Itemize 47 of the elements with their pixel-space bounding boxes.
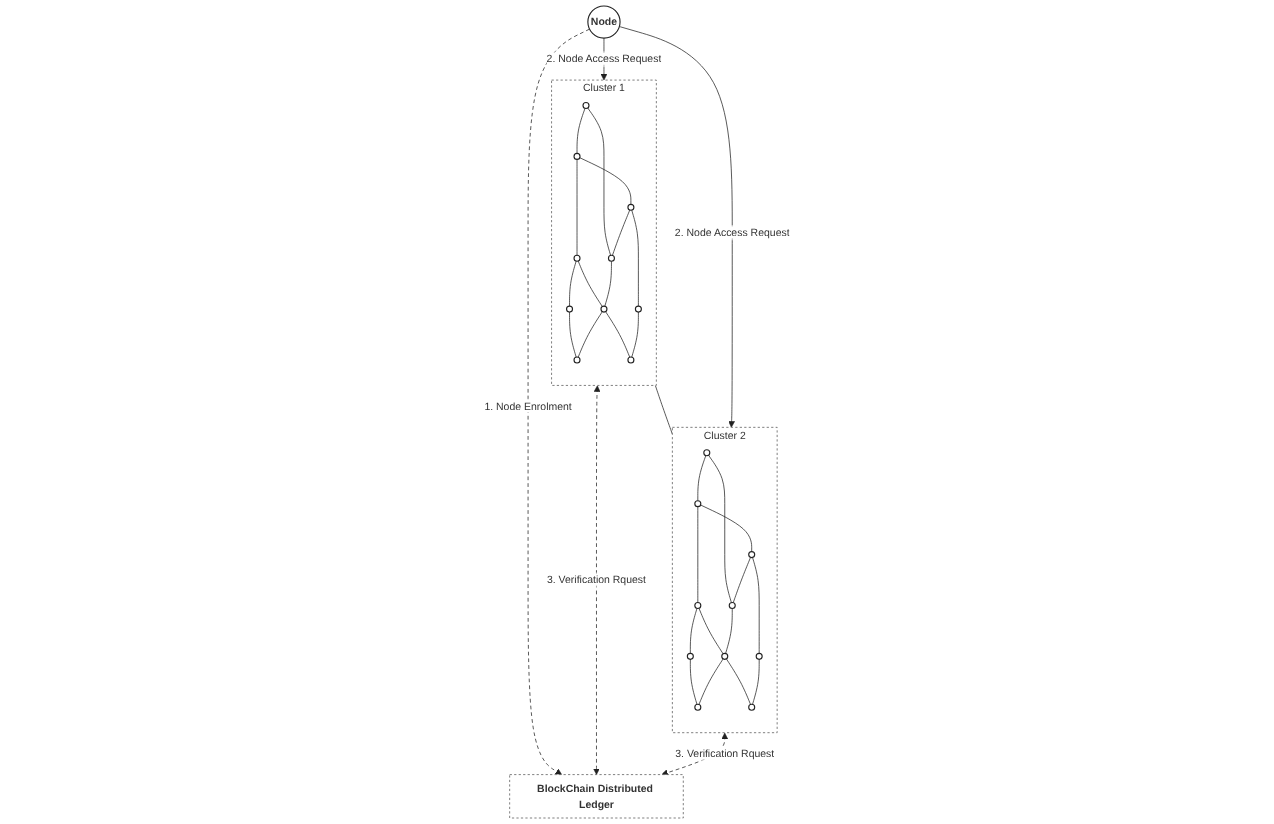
node-circle	[703, 449, 711, 457]
connector	[569, 311, 577, 358]
node-circle	[573, 356, 581, 364]
node-circle	[694, 703, 702, 711]
connector	[700, 504, 753, 552]
connector	[708, 454, 732, 603]
connector	[732, 556, 751, 603]
connector	[577, 311, 603, 358]
node-circle	[748, 551, 756, 559]
connector	[569, 260, 577, 307]
node-circle	[582, 101, 590, 110]
connector	[579, 157, 632, 205]
connector	[697, 506, 699, 603]
node-circle	[600, 305, 608, 313]
connector	[587, 107, 611, 256]
connector	[576, 159, 578, 256]
node-circle	[566, 305, 574, 313]
node-circle	[627, 203, 635, 211]
node-circle	[694, 500, 702, 508]
node-circle	[755, 652, 763, 660]
connector	[605, 311, 631, 358]
node-circle	[627, 356, 635, 364]
node-circle	[694, 601, 702, 609]
node-circle	[728, 601, 736, 609]
node-circle	[748, 703, 756, 711]
connector	[698, 607, 724, 655]
node-circle	[607, 254, 615, 262]
node-circle	[573, 254, 581, 262]
node-circle	[634, 305, 642, 313]
connector	[631, 209, 639, 307]
connector	[576, 107, 586, 154]
connector	[698, 658, 724, 705]
connector	[612, 209, 631, 256]
connector	[577, 260, 603, 307]
connector	[725, 608, 733, 654]
node-circle	[721, 652, 729, 660]
node-circle	[573, 152, 581, 160]
connector	[726, 658, 751, 705]
connector	[752, 557, 760, 654]
connector	[654, 385, 673, 435]
connector	[689, 658, 698, 705]
connector	[689, 607, 698, 654]
node-circle	[686, 652, 694, 660]
connector	[752, 658, 760, 705]
connector	[697, 455, 707, 502]
connector	[604, 260, 612, 307]
connector	[631, 311, 639, 358]
